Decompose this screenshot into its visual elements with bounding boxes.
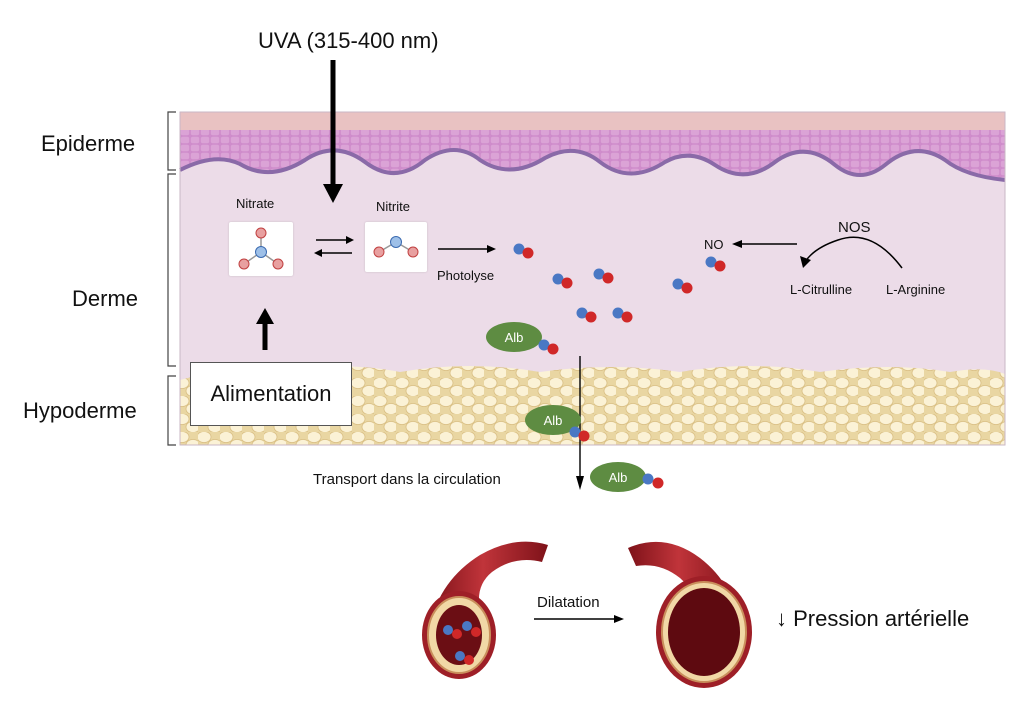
blood-pressure-label: ↓ Pression artérielle bbox=[776, 606, 970, 631]
dermis-bracket bbox=[167, 173, 176, 367]
nitrate-structure bbox=[238, 227, 284, 270]
no-molecule bbox=[576, 307, 597, 323]
nitrate-panel bbox=[229, 222, 293, 276]
no-molecule bbox=[513, 243, 534, 259]
arginine-label: L-Arginine bbox=[886, 282, 946, 297]
albumin-label: Alb bbox=[544, 413, 563, 428]
nos-curved-arrow bbox=[804, 236, 903, 269]
blood-vessel-dilated bbox=[628, 541, 752, 688]
no-molecule bbox=[552, 273, 573, 289]
hypodermis-label: Hypoderme bbox=[23, 398, 137, 423]
alimentation-arrow-head bbox=[256, 308, 274, 324]
albumin-label: Alb bbox=[505, 330, 524, 345]
basal-layer bbox=[179, 148, 1006, 182]
dermis-label: Derme bbox=[72, 286, 139, 311]
albumin-complex: Alb bbox=[525, 405, 590, 442]
epidermis-label: Epiderme bbox=[41, 131, 136, 156]
no-molecule bbox=[672, 278, 693, 294]
nitrite-structure bbox=[373, 236, 419, 258]
nitrate-label: Nitrate bbox=[236, 196, 275, 211]
no-molecule bbox=[705, 256, 726, 272]
nitrite-label: Nitrite bbox=[376, 199, 410, 214]
blood-vessel-constricted bbox=[422, 541, 548, 679]
epidermis-bracket bbox=[167, 111, 176, 171]
albumin-complex: Alb bbox=[590, 462, 664, 492]
hypodermis-bracket bbox=[167, 375, 176, 446]
alimentation-label: Alimentation bbox=[210, 381, 332, 406]
photolysis-label: Photolyse bbox=[437, 268, 495, 283]
albumin-complex: Alb bbox=[486, 322, 559, 355]
stratum-corneum bbox=[180, 112, 1005, 132]
nos-label: NOS bbox=[838, 219, 871, 236]
dilatation-label: Dilatation bbox=[537, 594, 600, 611]
no-molecule bbox=[593, 268, 614, 284]
no-label: NO bbox=[704, 237, 724, 252]
uva-title: UVA (315-400 nm) bbox=[258, 28, 439, 53]
nitrite-panel bbox=[365, 222, 427, 272]
transport-label: Transport dans la circulation bbox=[313, 471, 501, 488]
hypodermis-fat bbox=[180, 366, 1005, 445]
alimentation-box: Alimentation bbox=[190, 362, 352, 426]
citrulline-label: L-Citrulline bbox=[790, 282, 853, 297]
albumin-label: Alb bbox=[609, 470, 628, 485]
uva-arrow-head bbox=[323, 184, 343, 203]
no-molecule bbox=[612, 307, 633, 323]
